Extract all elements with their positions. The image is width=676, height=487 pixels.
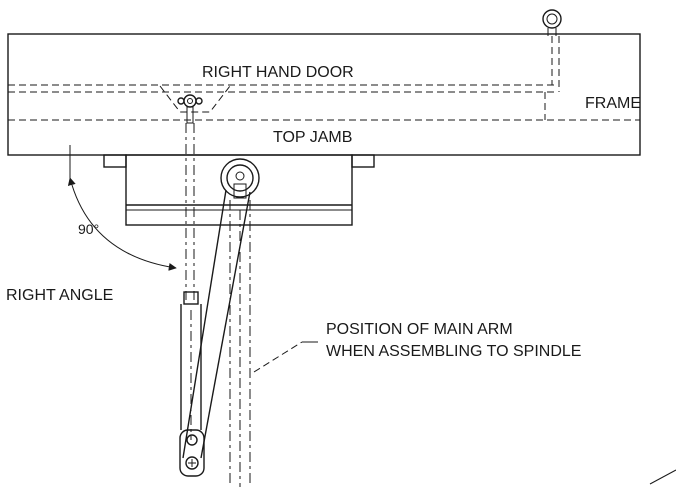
pivot-ring-icon: [542, 9, 562, 36]
right-hand-door-label: RIGHT HAND DOOR: [202, 64, 354, 81]
forearm: [180, 123, 202, 440]
spindle-icon: [220, 158, 260, 199]
right-angle-label: RIGHT ANGLE: [6, 287, 113, 304]
main-arm-leader: [253, 341, 318, 373]
main-arm-assembly-position: [229, 200, 251, 487]
door-bracket-icon: [159, 85, 231, 124]
top-jamb-label: TOP JAMB: [273, 129, 352, 146]
main-arm-label-line2: WHEN ASSEMBLING TO SPINDLE: [326, 343, 581, 360]
angle-value-label: 90°: [78, 221, 99, 237]
elbow-joint-icon: [179, 429, 205, 477]
right-angle-indicator: [67, 145, 177, 271]
main-arm: [182, 189, 251, 459]
corner-mark: [649, 469, 676, 485]
main-arm-label-line1: POSITION OF MAIN ARM: [326, 321, 513, 338]
frame-label: FRAME: [585, 95, 641, 112]
